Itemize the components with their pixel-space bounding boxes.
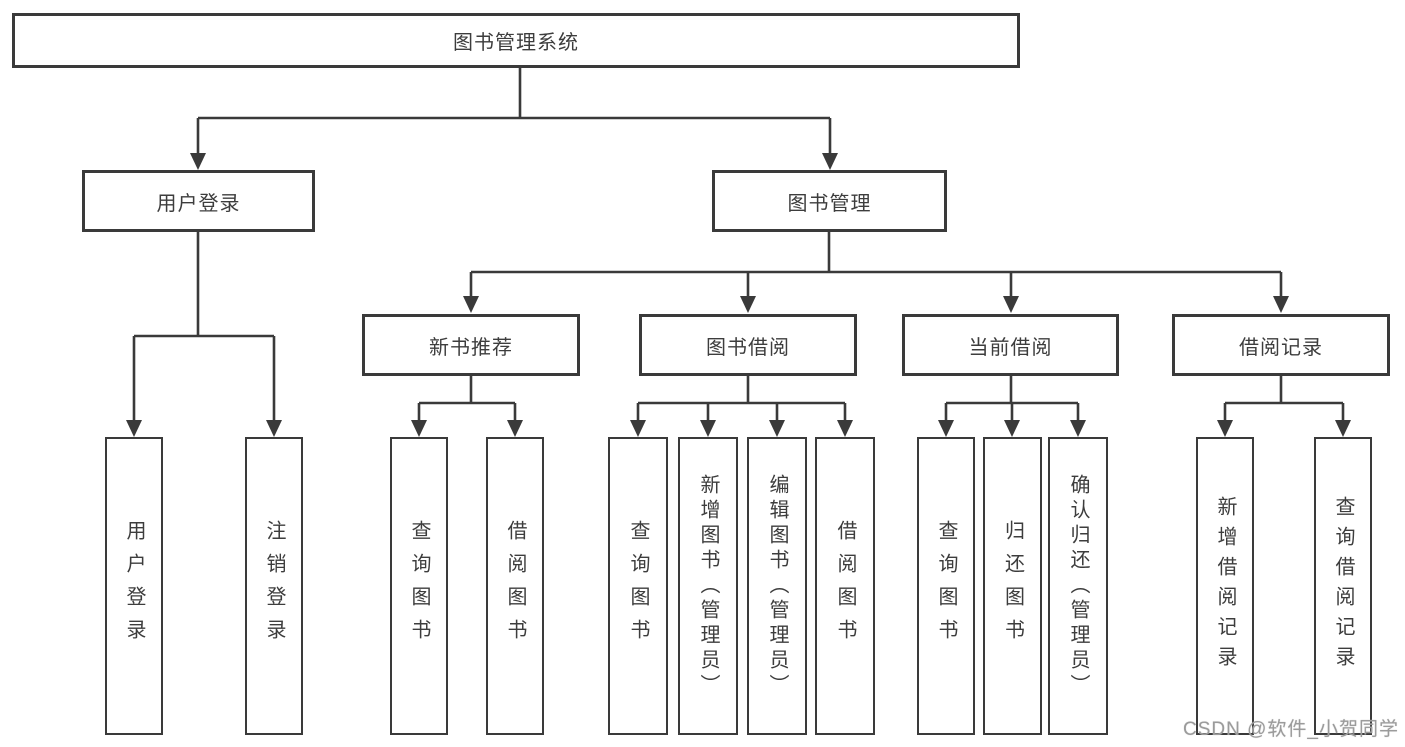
node-label: 当前借阅: [968, 336, 1053, 359]
node-label: 新书推荐: [429, 336, 513, 359]
node-label: 新增借阅记录: [1214, 496, 1236, 676]
watermark: CSDN @软件_小贺同学: [1183, 719, 1399, 740]
leaf-query-books-current: 查询图书: [917, 437, 975, 735]
node-label: 用户登录: [123, 520, 145, 652]
node-label: 用户登录: [156, 192, 241, 215]
node-label: 图书管理: [787, 192, 872, 215]
node-book-borrow: 图书借阅: [639, 314, 857, 376]
leaf-confirm-return-admin: 确认归还（管理员）: [1048, 437, 1108, 735]
node-label: 图书管理系统: [453, 32, 579, 54]
node-label: 查询借阅记录: [1332, 496, 1354, 676]
node-book-management: 图书管理: [712, 170, 947, 232]
node-borrow-records: 借阅记录: [1172, 314, 1390, 376]
leaf-borrow-books-recommend: 借阅图书: [486, 437, 544, 735]
node-label: 图书借阅: [706, 336, 790, 359]
node-label: 借阅图书: [504, 520, 526, 652]
leaf-borrow-books-borrow: 借阅图书: [815, 437, 875, 735]
leaf-query-books-recommend: 查询图书: [390, 437, 448, 735]
node-label: 借阅记录: [1239, 336, 1323, 359]
node-current-borrow: 当前借阅: [902, 314, 1119, 376]
leaf-user-login: 用户登录: [105, 437, 163, 735]
node-label: 确认归还（管理员）: [1067, 473, 1089, 699]
node-label: 借阅图书: [834, 520, 856, 652]
leaf-query-books-borrow: 查询图书: [608, 437, 668, 735]
node-label: 编辑图书（管理员）: [766, 473, 788, 699]
node-user-login: 用户登录: [82, 170, 315, 232]
leaf-query-borrow-record: 查询借阅记录: [1314, 437, 1372, 735]
node-label: 新增图书（管理员）: [697, 473, 719, 699]
node-label: 注销登录: [263, 520, 285, 652]
node-label: 查询图书: [408, 520, 430, 652]
leaf-logout: 注销登录: [245, 437, 303, 735]
leaf-add-book-admin: 新增图书（管理员）: [678, 437, 738, 735]
node-label: 归还图书: [1001, 520, 1024, 652]
leaf-add-borrow-record: 新增借阅记录: [1196, 437, 1254, 735]
node-label: 查询图书: [935, 520, 957, 652]
node-new-book-recommend: 新书推荐: [362, 314, 580, 376]
node-label: 查询图书: [627, 520, 649, 652]
leaf-return-book: 归还图书: [983, 437, 1042, 735]
leaf-edit-book-admin: 编辑图书（管理员）: [747, 437, 807, 735]
node-library-system: 图书管理系统: [12, 13, 1020, 68]
